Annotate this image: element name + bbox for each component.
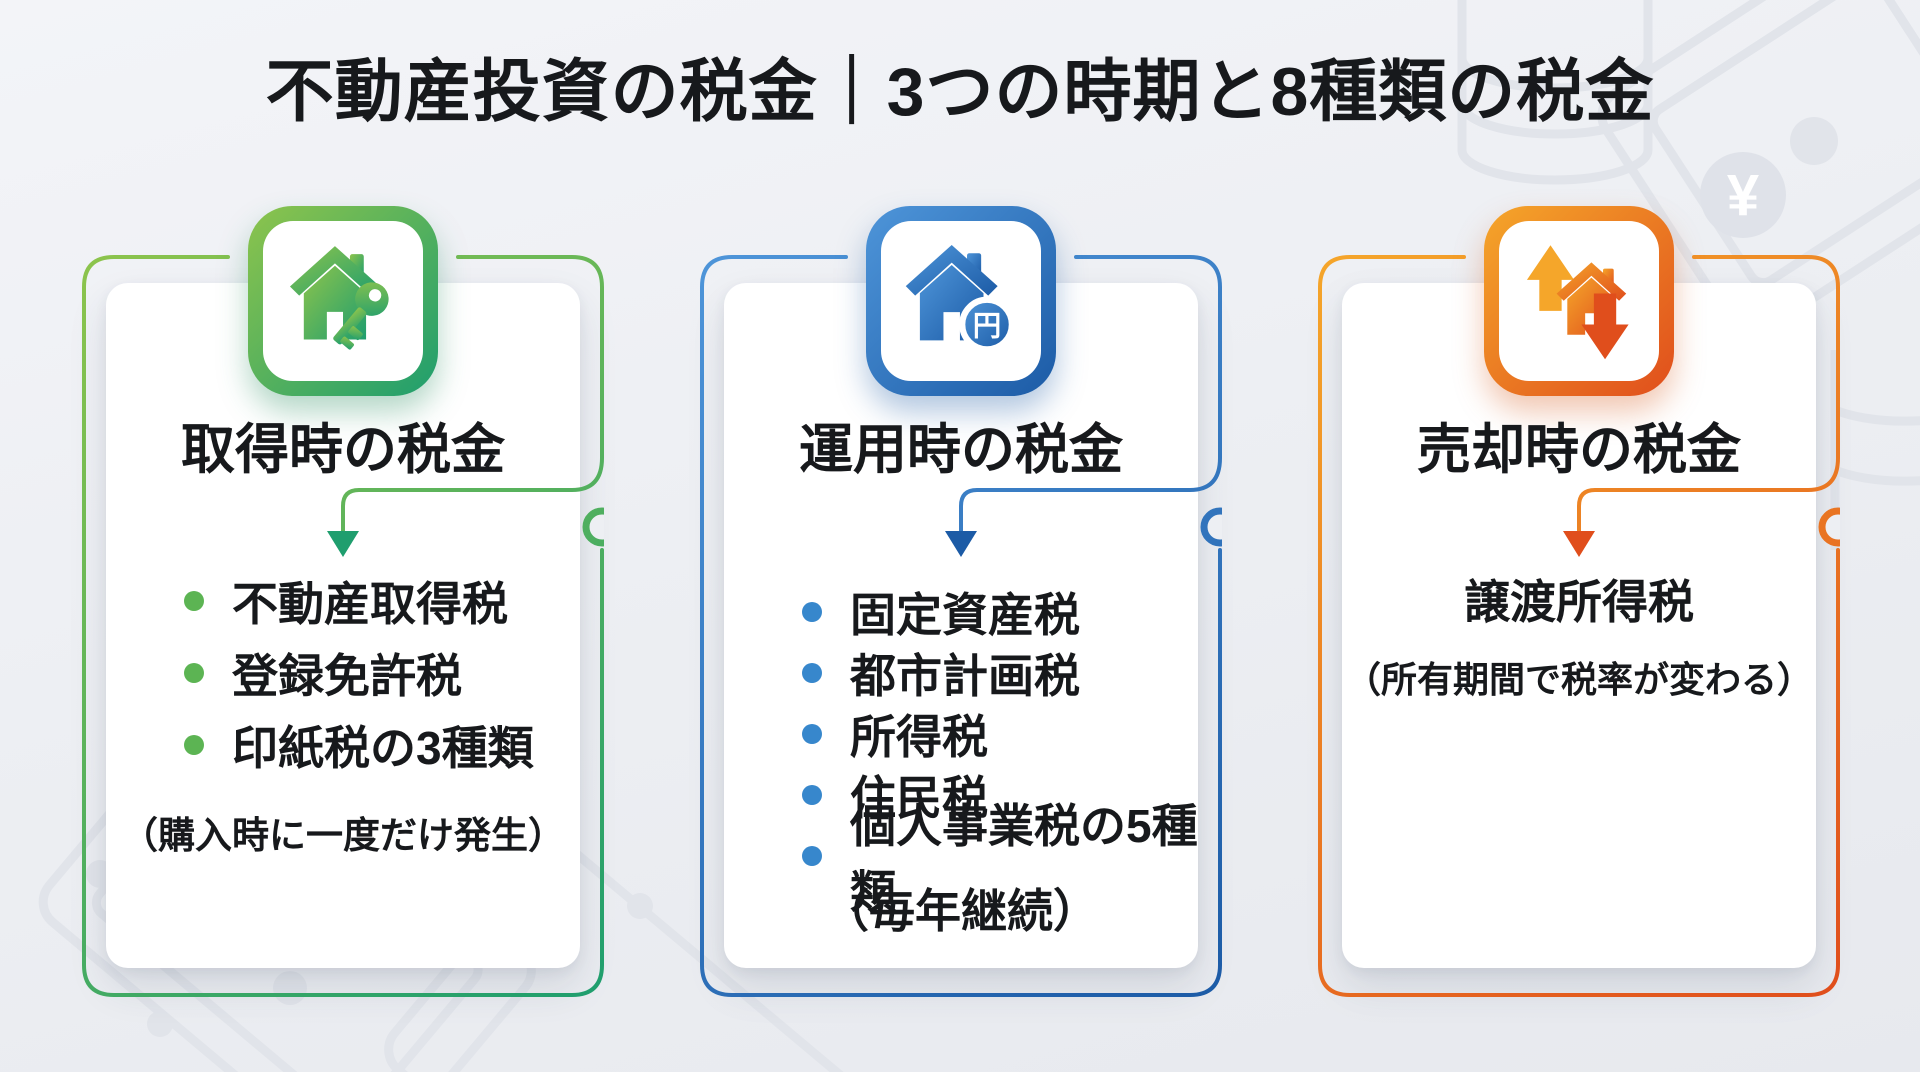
card-note: （所有期間で税率が変わる） (1344, 659, 1813, 700)
tax-list: 譲渡所得税 (1318, 569, 1840, 629)
card-frame-connector (82, 255, 604, 997)
connector-node-icon (1200, 507, 1222, 547)
card-frame-connector (700, 255, 1222, 997)
list-item: 住民税 (700, 764, 1222, 825)
list-item: 登録免許税 (82, 637, 604, 709)
card-acquisition-tax: 取得時の税金 不動産取得税 登録免許税 印紙税の3種類 （購入時に一度だけ発生） (82, 206, 604, 1045)
bullet-icon (184, 735, 204, 755)
card-frame-connector (1318, 255, 1840, 997)
yen-circle-icon (959, 296, 1015, 353)
list-item: 固定資産税 (700, 581, 1222, 642)
list-item-label: 譲渡所得税 (1464, 576, 1694, 628)
card-title: 売却時の税金 (1417, 420, 1741, 480)
list-item-label: 印紙税の3種類 (232, 722, 534, 774)
bullet-icon (802, 784, 822, 805)
icon-tile (1499, 221, 1659, 381)
card-note: （購入時に一度だけ発生） (121, 815, 565, 856)
tax-list: 固定資産税 都市計画税 所得税 住民税 個人事業税の5種類 (700, 581, 1222, 918)
bullet-icon (802, 845, 822, 866)
house-updown-icon (1484, 206, 1674, 396)
list-item-label: 登録免許税 (232, 650, 462, 702)
yen-coin-icon: ¥ (1700, 152, 1786, 238)
card-title: 運用時の税金 (799, 420, 1123, 480)
down-arrow-icon (1581, 293, 1629, 360)
tax-list: 不動産取得税 登録免許税 印紙税の3種類 (82, 565, 604, 781)
list-item: 譲渡所得税 (1318, 569, 1840, 629)
list-item: 都市計画税 (700, 642, 1222, 703)
bullet-icon (802, 662, 822, 683)
list-item-label: 個人事業税の5種類 (850, 799, 1198, 918)
card-note: （毎年継続） (823, 885, 1099, 937)
card-panel (1342, 283, 1816, 968)
list-item: 印紙税の3種類 (82, 709, 604, 781)
icon-tile (263, 221, 423, 381)
list-item-label: 固定資産税 (850, 588, 1080, 641)
house-yen-icon: 円 (866, 206, 1056, 396)
page-title: 不動産投資の税金｜3つの時期と8種類の税金 (265, 54, 1655, 130)
card-sale-tax: 売却時の税金 譲渡所得税 （所有期間で税率が変わる） (1318, 206, 1840, 1045)
down-arrow-icon (327, 531, 359, 557)
card-operation-tax: 円 運用時の税金 固定資産税 都市計画税 所得税 住民税 (700, 206, 1222, 1045)
connector-node-icon (582, 507, 604, 547)
connector-node-icon (1818, 507, 1840, 547)
list-item-label: 住民税 (850, 771, 988, 824)
list-item-label: 所得税 (850, 710, 988, 763)
bullet-icon (184, 663, 204, 683)
up-arrow-icon (1526, 245, 1575, 311)
list-item: 個人事業税の5種類 (700, 800, 1222, 918)
down-arrow-icon (1563, 531, 1595, 557)
list-item-label: 不動産取得税 (232, 578, 508, 630)
bullet-icon (184, 591, 204, 611)
bullet-icon (802, 601, 822, 622)
icon-tile: 円 (881, 221, 1041, 381)
yen-kanji-label: 円 (973, 311, 1002, 343)
coin-stack-icon (1457, 0, 1653, 185)
house-key-icon (248, 206, 438, 396)
list-item: 不動産取得税 (82, 565, 604, 637)
list-item: 所得税 (700, 703, 1222, 764)
bullet-icon (802, 723, 822, 744)
coin-dots-icon (86, 117, 1838, 1037)
card-title: 取得時の税金 (181, 420, 505, 480)
down-arrow-icon (945, 531, 977, 557)
list-item-label: 都市計画税 (850, 649, 1080, 702)
coin-stack-icon (1830, 350, 1920, 550)
card-panel (106, 283, 580, 968)
